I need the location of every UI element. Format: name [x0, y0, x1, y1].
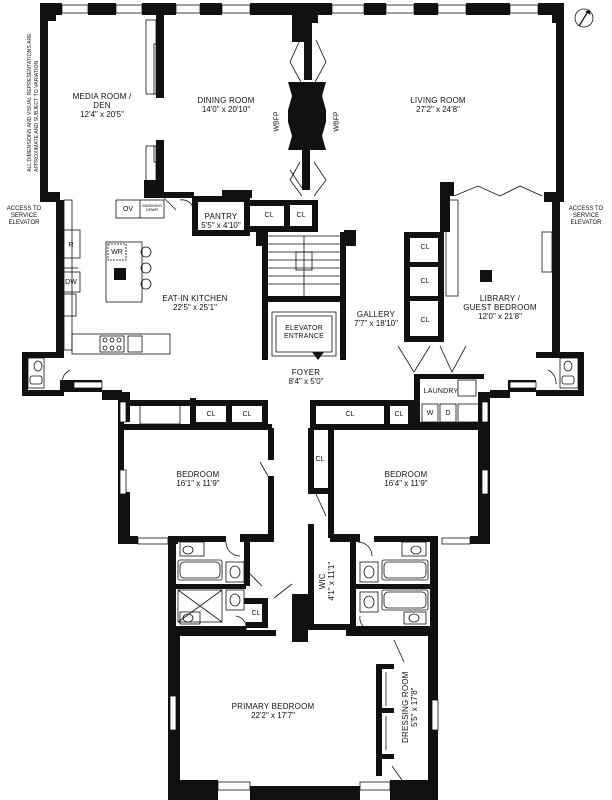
floor-markers: [114, 268, 492, 360]
room-bedroom-right: BEDROOM 16'4" x 11'9": [384, 470, 428, 489]
closet-tag: CL: [242, 411, 252, 418]
fixtures: [27, 19, 579, 750]
room-laundry: LAUNDRY: [423, 388, 459, 395]
room-media: MEDIA ROOM / DEN 12'4" x 20'5": [72, 92, 132, 120]
room-wic: WIC 4'1" x 11'1": [317, 561, 336, 601]
service-elevator-left: ACCESS TO SERVICE ELEVATOR: [6, 206, 42, 227]
compass-icon: [574, 8, 594, 28]
room-dressing: DRESSING ROOM 5'5" x 17'8": [400, 671, 419, 743]
room-kitchen: EAT-IN KITCHEN 22'5" x 25'1": [162, 294, 228, 313]
closet-tag: CL: [420, 244, 430, 251]
room-dining: DINING ROOM 14'0" x 20'10": [197, 96, 255, 115]
closet-tag: CL: [264, 212, 274, 219]
closet-tag: CL: [299, 25, 309, 32]
dryer-tag: D: [445, 410, 451, 417]
wbfp-left-tag: WBFP: [273, 111, 281, 132]
closet-tag: CL: [251, 610, 261, 617]
windows: [61, 4, 539, 791]
disclaimer: ALL DIMENSIONS AND VISUAL REPRESENTATION…: [27, 33, 40, 172]
wbfp-right-tag: WBFP: [333, 111, 341, 132]
room-library: LIBRARY / GUEST BEDROOM 12'0" x 21'8": [463, 294, 537, 322]
room-foyer: FOYER 8'4" x 5'0": [288, 368, 324, 387]
closet-tag: CL: [206, 411, 216, 418]
doors: [61, 39, 557, 781]
disclaimer-line-2: APPROXIMATE AND SUBJECT TO VARIATION: [33, 60, 40, 172]
oven-tag: OV: [122, 206, 134, 213]
wine-refrigerator-tag: WR: [111, 249, 123, 256]
room-living: LIVING ROOM 27'2" x 24'8": [410, 96, 466, 115]
disclaimer-line-1: ALL DIMENSIONS AND VISUAL REPRESENTATION…: [27, 33, 33, 172]
closet-tag: CL: [420, 278, 430, 285]
dishwasher-tag: DW: [65, 279, 77, 286]
refrigerator-tag: R: [68, 242, 74, 249]
room-pantry: PANTRY 5'5" x 4'10": [201, 212, 241, 231]
closet-tag: CL: [420, 317, 430, 324]
closet-tag: CL: [315, 456, 325, 463]
closet-tag: CL: [296, 212, 306, 219]
closet-tag: CL: [345, 411, 355, 418]
room-gallery: GALLERY 7'7" x 18'10": [354, 310, 398, 329]
closet-tag: CL: [394, 411, 404, 418]
washer-tag: W: [426, 410, 434, 417]
warming-drawer-tag: WARMING DRWR: [142, 203, 162, 213]
service-elevator-right: ACCESS TO SERVICE ELEVATOR: [568, 206, 604, 227]
room-bedroom-left: BEDROOM 16'1" x 11'9": [176, 470, 220, 489]
room-elevator-entrance: ELEVATOR ENTRANCE: [283, 325, 325, 341]
room-primary-bedroom: PRIMARY BEDROOM 22'2" x 17'7": [231, 702, 315, 721]
